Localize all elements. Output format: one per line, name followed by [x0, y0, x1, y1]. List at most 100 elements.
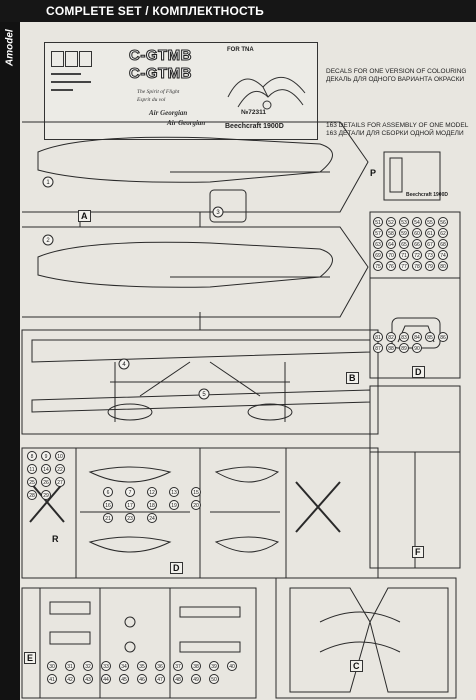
part-number-label: 28	[29, 493, 35, 499]
part-number: 43	[83, 674, 93, 684]
part-number-label: 60	[414, 231, 420, 237]
part-number: 5	[198, 388, 210, 400]
part-number: 64	[386, 239, 396, 249]
part-number-label: 21	[105, 516, 111, 522]
part-number: 1	[42, 176, 54, 188]
part-number: 32	[83, 661, 93, 671]
part-number-label: 27	[57, 480, 63, 486]
part-number: 82	[386, 332, 396, 342]
part-number-label: 26	[43, 480, 49, 486]
part-number: 36	[155, 661, 165, 671]
part-number: 7	[125, 487, 135, 497]
brand-strip: Amodel	[0, 0, 20, 700]
part-number-label: 87	[375, 346, 381, 352]
part-number: 55	[425, 217, 435, 227]
part-number-label: 49	[193, 677, 199, 683]
part-number: 78	[412, 261, 422, 271]
part-number-label: 86	[440, 335, 446, 341]
decal-model-name: Beechcraft 1900D	[225, 123, 284, 130]
frame-c-sprue	[275, 577, 457, 699]
part-number-label: 20	[193, 503, 199, 509]
part-number-label: 58	[388, 231, 394, 237]
part-number: 88	[386, 343, 396, 353]
part-number: 66	[412, 239, 422, 249]
part-number: 63	[373, 239, 383, 249]
part-number-label: 14	[43, 467, 49, 473]
part-number: 54	[412, 217, 422, 227]
part-number-label: 54	[414, 220, 420, 226]
part-number: 45	[119, 674, 129, 684]
part-number: 73	[425, 250, 435, 260]
decal-airline-callout: Air Georgian	[167, 119, 206, 127]
part-number-label: 82	[388, 335, 394, 341]
part-number-label: 31	[67, 664, 73, 670]
part-number-label: 45	[121, 677, 127, 683]
decal-kit-number: №72311	[241, 109, 266, 116]
part-number: 25	[27, 477, 37, 487]
part-number-label: 13	[171, 490, 177, 496]
part-number: 13	[169, 487, 179, 497]
part-number: 77	[399, 261, 409, 271]
part-number-label: 34	[121, 664, 127, 670]
part-number-label: 52	[388, 220, 394, 226]
part-number-label: 57	[375, 231, 381, 237]
frame-b-sprue	[21, 312, 379, 435]
part-number: 34	[119, 661, 129, 671]
page-title: COMPLETE SET / КОМПЛЕКТНОСТЬ	[46, 4, 264, 18]
part-number-label: 2	[46, 238, 50, 244]
part-number-label: 16	[105, 503, 111, 509]
part-number-label: 17	[127, 503, 133, 509]
part-number: 74	[438, 250, 448, 260]
part-number: 9	[41, 451, 51, 461]
part-number: 3	[212, 206, 224, 218]
part-number-label: 72	[414, 253, 420, 259]
part-number-label: 51	[375, 220, 381, 226]
part-number-label: 69	[375, 253, 381, 259]
part-number-label: 40	[229, 664, 235, 670]
frame-f-sprue	[369, 385, 461, 569]
page-header: COMPLETE SET / КОМПЛЕКТНОСТЬ	[0, 0, 476, 22]
part-number-label: 42	[67, 677, 73, 683]
part-number: 28	[27, 490, 37, 500]
part-number-label: 70	[388, 253, 394, 259]
part-number-label: 50	[211, 677, 217, 683]
part-number: 19	[169, 500, 179, 510]
part-number: 11	[27, 464, 37, 474]
part-number: 69	[373, 250, 383, 260]
part-number-label: 56	[440, 220, 446, 226]
decal-script-line: Esprit du vol	[137, 97, 166, 103]
part-number: 42	[65, 674, 75, 684]
details-note-en: 163 DETAILS FOR ASSEMBLY OF ONE MODEL	[326, 122, 469, 129]
part-number: 89	[399, 343, 409, 353]
part-number: 30	[47, 661, 57, 671]
part-number: 12	[147, 487, 157, 497]
part-number: 84	[412, 332, 422, 342]
part-number: 83	[399, 332, 409, 342]
part-number-label: 25	[29, 480, 35, 486]
part-number: 38	[191, 661, 201, 671]
part-number: 8	[27, 451, 37, 461]
part-number-label: 59	[401, 231, 407, 237]
decal-airline-callout: Air Georgian	[149, 109, 188, 117]
part-number: 80	[438, 261, 448, 271]
part-number: 50	[209, 674, 219, 684]
part-number-label: 38	[193, 664, 199, 670]
part-number-label: 32	[85, 664, 91, 670]
part-number-label: 41	[49, 677, 55, 683]
part-number-label: 15	[193, 490, 199, 496]
part-number-label: 44	[103, 677, 109, 683]
decal-script-line: The Spirit of Flight	[137, 89, 180, 95]
part-number: 35	[137, 661, 147, 671]
part-number: 27	[55, 477, 65, 487]
frame-p-model-name: Beechcraft 1900D	[406, 192, 448, 198]
part-number-label: 80	[440, 264, 446, 270]
frame-label-a: A	[78, 210, 91, 222]
decal-window	[79, 51, 92, 67]
part-number: 60	[412, 228, 422, 238]
part-number-label: 5	[202, 392, 206, 398]
part-number: 81	[373, 332, 383, 342]
part-number: 6	[103, 487, 113, 497]
part-number-label: 4	[122, 362, 126, 368]
frame-label-b: B	[346, 372, 359, 384]
part-number: 86	[438, 332, 448, 342]
